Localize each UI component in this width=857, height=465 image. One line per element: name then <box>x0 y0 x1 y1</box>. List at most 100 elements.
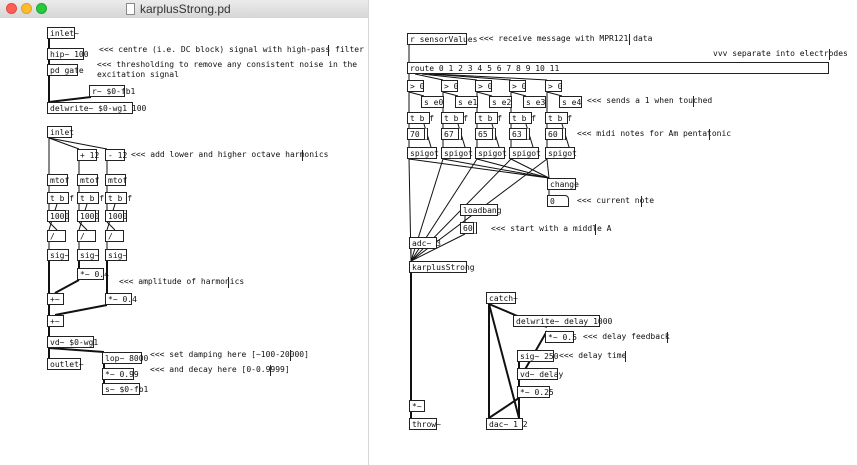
trigger-object-e2[interactable]: t b f <box>475 112 502 124</box>
spigot-object-4[interactable]: spigot <box>509 147 541 159</box>
hip-filter-object[interactable]: hip~ 100 <box>47 48 89 60</box>
add-signal-object-1[interactable]: +~ <box>47 293 64 305</box>
plus-12-object[interactable]: + 12 <box>77 149 99 161</box>
greater-than-0-object-1[interactable]: > 0 <box>407 80 424 92</box>
comment-edge <box>290 350 291 361</box>
inlet-object[interactable]: inlet <box>47 126 74 138</box>
send-e0-object[interactable]: s e0 <box>421 96 444 108</box>
spigot-object-3[interactable]: spigot <box>475 147 507 159</box>
mtof-object-1[interactable]: mtof <box>47 174 69 186</box>
comment-edge <box>667 332 668 343</box>
multiply-signal-object[interactable]: *~ <box>409 400 425 412</box>
divide-object-2[interactable]: / <box>77 230 96 242</box>
message-1000-2[interactable]: 1000 <box>77 210 99 222</box>
comment-threshold-1: <<< thresholding to remove any consisten… <box>97 60 358 69</box>
sig-object-2[interactable]: sig~ <box>77 249 99 261</box>
delwrite-delay-object[interactable]: delwrite~ delay 1000 <box>513 315 612 327</box>
trigger-object-e0[interactable]: t b f <box>407 112 434 124</box>
window-title: karplusStrong.pd <box>140 2 231 16</box>
message-60-middle-a[interactable]: 60 <box>460 222 477 234</box>
trigger-object-e1[interactable]: t b f <box>441 112 468 124</box>
close-window-button[interactable] <box>6 3 17 14</box>
spigot-object-2[interactable]: spigot <box>441 147 473 159</box>
mtof-object-3[interactable]: mtof <box>105 174 127 186</box>
vd-delay-object[interactable]: vd~ delay <box>517 368 563 380</box>
comment-edge <box>270 365 271 376</box>
send-e3-object[interactable]: s e3 <box>523 96 546 108</box>
current-note-number-box[interactable]: 0 <box>547 195 569 207</box>
minus-12-object[interactable]: - 12 <box>105 149 127 161</box>
comment-current-note: <<< current note <box>577 196 655 205</box>
sig-250-object[interactable]: sig~ 250 <box>517 350 559 362</box>
zoom-window-button[interactable] <box>36 3 47 14</box>
add-signal-object-2[interactable]: +~ <box>47 315 64 327</box>
send-feedback-object[interactable]: s~ $0-fb1 <box>102 383 148 395</box>
message-1000-1[interactable]: 1000 <box>47 210 69 222</box>
left-patch-canvas[interactable]: inlet~ hip~ 100 <<< centre (i.e. DC bloc… <box>0 18 368 465</box>
send-e2-object[interactable]: s e2 <box>489 96 512 108</box>
comment-edge <box>709 129 710 140</box>
greater-than-0-object-5[interactable]: > 0 <box>545 80 562 92</box>
message-1000-3[interactable]: 1000 <box>105 210 127 222</box>
multiply-0.99-object[interactable]: *~ 0.99 <box>102 368 139 380</box>
karplus-strong-abstraction[interactable]: karplusStrong <box>409 261 475 273</box>
trigger-object-3[interactable]: t b f <box>105 192 132 204</box>
spigot-object-1[interactable]: spigot <box>407 147 439 159</box>
multiply-0.4-object-2[interactable]: *~ 0.4 <box>105 293 137 305</box>
divide-object-1[interactable]: / <box>47 230 66 242</box>
document-icon <box>126 3 135 15</box>
divide-object-3[interactable]: / <box>105 230 124 242</box>
pd-gate-subpatch[interactable]: pd gate <box>47 64 84 76</box>
message-note-60[interactable]: 60 <box>545 128 566 140</box>
receive-feedback-object[interactable]: r~ $0-fb1 <box>89 85 135 97</box>
spigot-object-5[interactable]: spigot <box>545 147 577 159</box>
comment-edge <box>228 277 229 288</box>
comment-edge <box>625 351 626 362</box>
greater-than-0-object-2[interactable]: > 0 <box>441 80 458 92</box>
comment-edge <box>693 96 694 107</box>
lop-filter-object[interactable]: lop~ 8000 <box>102 352 148 364</box>
trigger-object-2[interactable]: t b f <box>77 192 104 204</box>
greater-than-0-object-3[interactable]: > 0 <box>475 80 492 92</box>
sig-object-3[interactable]: sig~ <box>105 249 127 261</box>
send-e4-object[interactable]: s e4 <box>559 96 582 108</box>
message-note-63[interactable]: 63 <box>509 128 530 140</box>
greater-than-0-object-4[interactable]: > 0 <box>509 80 526 92</box>
window-titlebar[interactable]: karplusStrong.pd <box>0 0 368 19</box>
message-note-65[interactable]: 65 <box>475 128 496 140</box>
comment-separate: vvv separate into electrodes <box>713 49 848 58</box>
sig-object-1[interactable]: sig~ <box>47 249 69 261</box>
multiply-0.4-object-1[interactable]: *~ 0.4 <box>77 268 109 280</box>
change-object[interactable]: change <box>547 178 579 190</box>
comment-sends: <<< sends a 1 when touched <box>587 96 713 105</box>
inlet-signal-object[interactable]: inlet~ <box>47 27 79 39</box>
comment-edge <box>328 45 329 56</box>
receive-sensor-values-object[interactable]: r sensorValues <box>407 33 477 45</box>
multiply-0.5-object[interactable]: *~ 0.5 <box>545 331 577 343</box>
comment-edge <box>302 150 303 161</box>
comment-midi: <<< midi notes for Am pentatonic <box>577 129 732 138</box>
patch-window-karplus: karplusStrong.pd <box>0 0 369 465</box>
trigger-object-1[interactable]: t b f <box>47 192 74 204</box>
mtof-object-2[interactable]: mtof <box>77 174 99 186</box>
outlet-signal-object[interactable]: outlet~ <box>47 358 84 370</box>
message-note-67[interactable]: 67 <box>441 128 462 140</box>
trigger-object-e4[interactable]: t b f <box>545 112 572 124</box>
route-electrodes-object[interactable]: route 0 1 2 3 4 5 6 7 8 9 10 11 <box>407 62 829 74</box>
main-patch-canvas[interactable]: r sensorValues <<< receive message with … <box>369 0 857 465</box>
vd-wg1-object[interactable]: vd~ $0-wg1 <box>47 336 98 348</box>
comment-damping: <<< set damping here [~100-20000] <box>150 350 309 359</box>
delwrite-wg1-object[interactable]: delwrite~ $0-wg1 100 <box>47 102 146 114</box>
adc-input-object[interactable]: adc~ 3 <box>409 237 441 249</box>
send-e1-object[interactable]: s e1 <box>455 96 478 108</box>
message-note-70[interactable]: 70 <box>407 128 428 140</box>
minimize-window-button[interactable] <box>21 3 32 14</box>
comment-octave: <<< add lower and higher octave harmonic… <box>131 150 329 159</box>
comment-threshold-2: excitation signal <box>97 70 179 79</box>
loadbang-object[interactable]: loadbang <box>460 204 502 216</box>
multiply-0.25-object[interactable]: *~ 0.25 <box>517 386 554 398</box>
trigger-object-e3[interactable]: t b f <box>509 112 536 124</box>
throw-object[interactable]: throw~ <box>409 418 441 430</box>
catch-object[interactable]: catch~ <box>486 292 518 304</box>
dac-output-object[interactable]: dac~ 1 2 <box>486 418 528 430</box>
